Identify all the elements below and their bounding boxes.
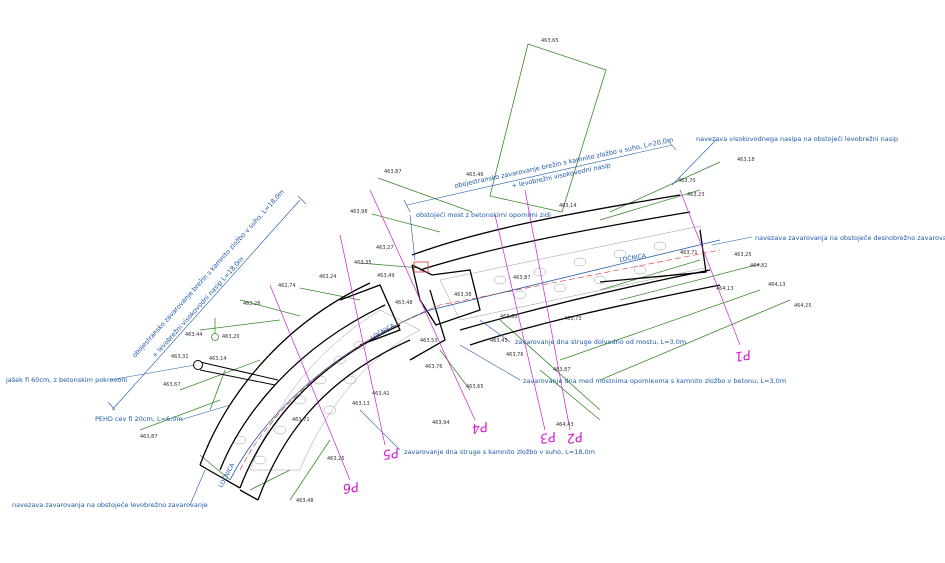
elevation-label: 463,98 (350, 209, 368, 215)
elevation-label: 463,44 (185, 332, 203, 338)
elevation-label: 463,87 (553, 367, 571, 373)
elevation-label: 463,46 (466, 172, 484, 178)
elevation-label: 463,87 (513, 275, 531, 281)
elevation-label: 463,65 (541, 38, 559, 44)
profile-label-p3: P3 (538, 428, 556, 446)
elevation-label: 463,87 (140, 434, 158, 440)
profile-label-p6: P6 (341, 478, 359, 496)
elevation-label: 463,41 (372, 391, 390, 397)
note-bed-mid: zavarovanje dna med mostnima oporniкoma … (523, 377, 786, 385)
elevation-label: 463,60 (500, 314, 518, 320)
note-bridge: obstoječi most z betonskimi opornimi zid… (416, 211, 551, 219)
elevation-label: 463,14 (559, 203, 577, 209)
elevation-label: 463,48 (395, 300, 413, 306)
elevation-label: 463,25 (327, 456, 345, 462)
river-label-1: LOČNICA (619, 252, 647, 264)
elevation-label: 463,31 (171, 354, 189, 360)
elevation-label: 463,71 (680, 250, 698, 256)
profile-labels: P1 P2 P3 P4 P5 P6 (341, 346, 751, 496)
elevation-label: 464,25 (794, 303, 812, 309)
note-right-top: navezava visokovodnega nasipa na obstoje… (696, 135, 898, 143)
note-pe: PEHD cev fi 20cm, L=6,0m (95, 415, 183, 423)
elevation-label: 464,13 (716, 286, 734, 292)
profile-label-p1: P1 (733, 346, 751, 364)
note-bed-bottom: zavarovanje dna struge s kamnito zložbo … (404, 448, 595, 456)
elevation-label: 463,27 (376, 245, 394, 251)
elevation-label: 463,24 (319, 274, 337, 280)
elevation-label: 463,76 (506, 352, 524, 358)
elevation-label: 463,70 (678, 178, 696, 184)
elevation-label: 463,94 (432, 420, 450, 426)
elevation-label: 463,14 (209, 356, 227, 362)
elevation-label: 463,26 (243, 301, 261, 307)
elevation-labels: 463,65 463,87 463,98 463,46 463,14 463,2… (140, 38, 812, 504)
elevation-label: 463,20 (222, 334, 240, 340)
elevation-label: 463,43 (490, 338, 508, 344)
leader-lines (107, 139, 753, 506)
profile-label-p4: P4 (470, 418, 488, 436)
elevation-label: 463,13 (352, 401, 370, 407)
profile-label-p2: P2 (565, 428, 583, 446)
elevation-label: 463,18 (737, 157, 755, 163)
elevation-label: 463,53 (420, 338, 438, 344)
elevation-label: 463,87 (384, 169, 402, 175)
elevation-label: 463,76 (425, 364, 443, 370)
note-pipe: jašek fi 60cm, z betonskim pokrovom (5, 376, 128, 384)
elevation-label: 463,38 (454, 292, 472, 298)
elevation-label: 463,23 (687, 192, 705, 198)
elevation-label: 463,65 (466, 384, 484, 390)
note-bottom-left: navezava zavarovanja na obstoječe levobr… (12, 501, 208, 509)
elevation-label: 462,74 (278, 283, 296, 289)
elevation-label: 464,13 (768, 282, 786, 288)
elevation-label: 464,43 (556, 422, 574, 428)
elevation-label: 463,49 (377, 273, 395, 279)
elevation-label: 463,25 (734, 252, 752, 258)
elevation-label: 464,82 (750, 263, 768, 269)
elevation-label: 463,73 (564, 316, 582, 322)
elevation-label: 463,35 (354, 260, 372, 266)
elevation-label: 463,48 (296, 498, 314, 504)
profile-label-p5: P5 (381, 444, 399, 462)
elevation-label: 463,71 (292, 417, 310, 423)
elevation-label: 463,67 (163, 382, 181, 388)
profile-lines (269, 189, 741, 481)
note-right-mid: navezava zavarovanja na obstoječe desnob… (755, 234, 945, 242)
note-bed-bridge: zavarovanje dna struge dolvodno od mostu… (515, 338, 686, 346)
